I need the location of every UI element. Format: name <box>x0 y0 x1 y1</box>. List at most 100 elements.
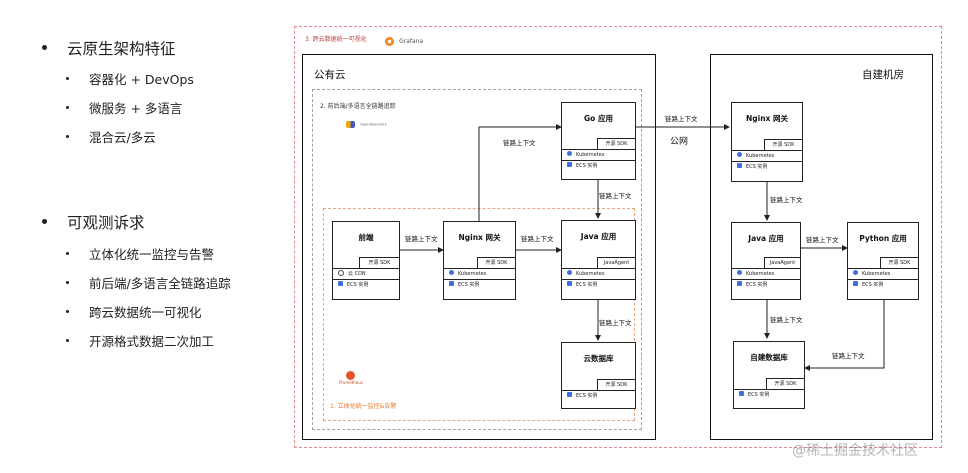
infra-row: ECS 实例 <box>732 279 800 290</box>
ecs-icon <box>737 163 742 168</box>
component-name: Java 应用 <box>748 234 784 243</box>
sdk-badge: JavaAgent <box>764 257 800 268</box>
watermark: @稀土掘金技术社区 <box>792 443 918 459</box>
component-name: 自建数据库 <box>750 353 788 362</box>
sdk-badge: 开源 SDK <box>764 139 802 150</box>
edge-label: 链路上下文 <box>599 192 632 200</box>
sdk-badge: JavaAgent <box>597 257 635 268</box>
infra-row: Kubernetes <box>444 268 515 279</box>
bullet-item: 跨云数据统一可视化 <box>66 302 202 321</box>
ecs-icon <box>739 391 744 396</box>
infra-row: Kubernetes <box>732 268 800 279</box>
kubernetes-icon <box>567 151 572 156</box>
infra-row: ECS 实例 <box>562 160 635 171</box>
bullet-icon <box>66 106 69 109</box>
infra-row: ECS 实例 <box>848 279 918 290</box>
bullet-item: 立体化统一监控与告警 <box>66 244 214 263</box>
grafana-icon <box>385 37 394 46</box>
tracing-label: 2. 前后端/多语言全链路追踪 <box>320 103 396 110</box>
opentelemetry-logo: OpenTelemetry <box>346 114 387 133</box>
ecs-icon <box>338 281 343 286</box>
component-java-app-private: Java 应用 JavaAgent Kubernetes ECS 实例 <box>731 222 801 300</box>
edge-label: 链路上下文 <box>832 352 865 360</box>
component-name: Go 应用 <box>584 114 613 123</box>
edge-label: 链路上下文 <box>503 139 536 147</box>
edge-nginx-to-go <box>478 124 562 221</box>
sdk-badge: 开源 SDK <box>597 379 635 390</box>
kubernetes-icon <box>449 270 454 275</box>
tracing-region <box>312 89 642 430</box>
component-python-app: Python 应用 开源 SDK Kubernetes ECS 实例 <box>847 222 919 300</box>
ecs-icon <box>853 281 858 286</box>
ecs-icon <box>449 281 454 286</box>
sdk-badge: 开源 SDK <box>766 378 804 389</box>
bullet-item: 开源格式数据二次加工 <box>66 331 214 350</box>
infra-row: ECS 实例 <box>333 279 399 290</box>
infra-row: Kubernetes <box>732 150 802 161</box>
component-name: Nginx 网关 <box>745 114 788 123</box>
section-title-cloud-native: 云原生架构特征 <box>42 37 176 59</box>
visualization-label: 3. 跨云数据统一可视化 <box>305 36 367 43</box>
grafana-logo: Grafana <box>385 31 423 50</box>
component-cloud-database: 云数据库 开源 SDK ECS 实例 <box>561 342 636 409</box>
component-go-app: Go 应用 开源 SDK Kubernetes ECS 实例 <box>561 102 636 180</box>
infra-row: ECS 实例 <box>734 389 804 400</box>
public-cloud-frame <box>302 54 656 440</box>
bullet-item: 微服务 + 多语言 <box>66 98 182 117</box>
bullet-item: 前后端/多语言全链路追踪 <box>66 273 231 292</box>
kubernetes-icon <box>853 270 858 275</box>
infra-row: Kubernetes <box>562 149 635 160</box>
visualization-region <box>294 26 942 448</box>
opentelemetry-icon <box>346 121 355 128</box>
edge-label: 链路上下文 <box>521 235 554 243</box>
bullet-icon <box>66 281 69 284</box>
edge-label: 链路上下文 <box>405 235 438 243</box>
internet-label: 公网 <box>670 137 689 147</box>
sdk-badge: 开源 SDK <box>880 257 918 268</box>
prometheus-logo: Prometheus <box>339 371 363 385</box>
component-name: Nginx 网关 <box>458 233 501 242</box>
public-cloud-title: 公有云 <box>314 69 346 81</box>
infra-row: Kubernetes <box>848 268 918 279</box>
infra-row: 云 CDN <box>333 268 399 279</box>
edge-label: 链路上下文 <box>665 115 698 123</box>
component-frontend: 前端 开源 SDK 云 CDN ECS 实例 <box>332 221 400 300</box>
prometheus-icon <box>346 371 356 380</box>
ecs-icon <box>567 162 572 167</box>
sdk-badge: 开源 SDK <box>597 138 635 149</box>
private-dc-frame <box>710 54 933 440</box>
bullet-icon <box>66 310 69 313</box>
edge-label: 链路上下文 <box>770 196 803 204</box>
edge-python-to-selfdb <box>804 300 885 371</box>
bullet-icon <box>66 77 69 80</box>
bullet-icon <box>42 219 47 224</box>
component-self-built-database: 自建数据库 开源 SDK ECS 实例 <box>733 341 805 409</box>
component-nginx-gateway-private: Nginx 网关 开源 SDK Kubernetes ECS 实例 <box>731 102 803 182</box>
kubernetes-icon <box>737 152 742 157</box>
monitoring-label: 1. 立体化统一监控&告警 <box>330 403 397 410</box>
infra-row: ECS 实例 <box>562 279 635 290</box>
kubernetes-icon <box>737 270 742 275</box>
sdk-badge: 开源 SDK <box>359 257 399 268</box>
section-title-observability: 可观测诉求 <box>42 211 145 233</box>
bullet-item: 混合云/多云 <box>66 127 156 146</box>
edge-label: 链路上下文 <box>770 316 803 324</box>
edge-label: 链路上下文 <box>599 319 632 327</box>
ecs-icon <box>567 281 572 286</box>
bullet-icon <box>66 252 69 255</box>
bullet-icon <box>66 135 69 138</box>
component-name: 前端 <box>358 233 374 242</box>
infra-row: Kubernetes <box>562 268 635 279</box>
kubernetes-icon <box>567 270 572 275</box>
globe-icon <box>338 269 344 276</box>
infra-row: ECS 实例 <box>562 390 635 401</box>
component-nginx-gateway-public: Nginx 网关 开源 SDK Kubernetes ECS 实例 <box>443 221 516 300</box>
component-name: 云数据库 <box>583 354 614 363</box>
infra-row: ECS 实例 <box>444 279 515 290</box>
private-dc-title: 自建机房 <box>862 69 904 81</box>
bullet-icon <box>66 339 69 342</box>
bullet-icon <box>42 45 47 50</box>
sdk-badge: 开源 SDK <box>477 257 515 268</box>
component-java-app-public: Java 应用 JavaAgent Kubernetes ECS 实例 <box>561 220 636 300</box>
